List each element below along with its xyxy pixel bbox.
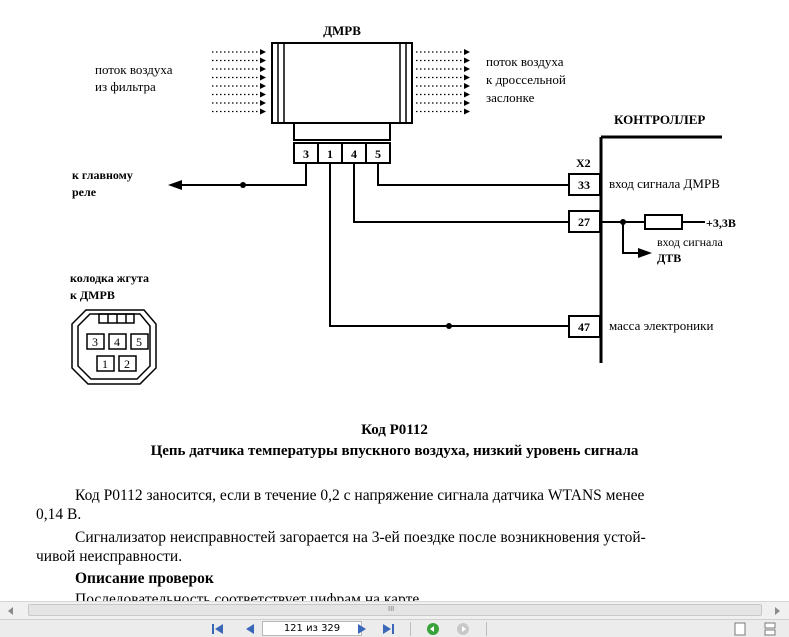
relay-label-1: к главному [72,168,133,182]
controller-pin-27: 27 [578,215,590,229]
paragraph-1-line-2: 0,14 В. [36,506,82,523]
pullup-resistor [644,214,683,230]
airflow-in-arrow-head [260,74,266,81]
go-forward-icon[interactable] [455,622,471,636]
harness-pin-5: 5 [136,335,142,349]
airflow-in-arrow-head [260,66,266,72]
paragraph-2-line-1: Сигнализатор неисправностей загорается н… [75,529,646,546]
maf-pin-1: 1 [327,147,333,161]
airflow-out-arrow-head [464,91,470,98]
controller-pins [568,173,601,338]
dtv-label-1: вход сигнала [657,235,723,249]
scroll-right-arrow-icon[interactable] [772,606,782,616]
wiring-diagram: ДМРВ 3 1 4 5 поток воздуха из фильтра по… [70,23,736,385]
maf-pin-5: 5 [375,147,381,161]
airflow-out-arrow-head [464,74,470,81]
dtv-arrow-icon [638,248,652,258]
airflow-in-arrow-head [260,91,266,98]
toolbar-separator [486,622,487,636]
harness-label-2: к ДМРВ [70,288,115,302]
junction-dot [446,323,452,329]
airflow-out-arrow-head [464,83,470,89]
single-page-view-icon[interactable] [732,622,748,636]
airflow-in-arrow-head [260,100,266,106]
harness-pin-4: 4 [114,335,120,349]
first-page-icon[interactable] [210,622,226,636]
previous-page-icon[interactable] [242,622,258,636]
airflow-out-arrow-head [464,66,470,72]
airflow-in-arrow-head [260,49,266,55]
dtv-label-2: ДТВ [657,251,681,265]
controller-title: КОНТРОЛЛЕР [614,112,705,127]
document-page: ДМРВ 3 1 4 5 поток воздуха из фильтра по… [36,23,736,601]
horizontal-scrollbar[interactable]: III [0,601,789,619]
airflow-in-arrows [212,49,266,115]
airflow-out-arrow-head [464,57,470,64]
harness-pin-2: 2 [124,357,130,371]
controller-pin-47: 47 [578,320,590,334]
page-number-field[interactable]: 121 из 329 [262,621,362,636]
maf-title: ДМРВ [323,23,361,38]
scroll-left-arrow-icon[interactable] [6,606,16,616]
page-navigation-bar: 121 из 329 [0,619,789,637]
airflow-in-arrow-head [260,108,266,115]
airflow-out-arrows [416,49,470,115]
last-page-icon[interactable] [380,622,396,636]
maf-pin-4: 4 [351,147,357,161]
scroll-thumb[interactable] [28,604,762,616]
maf-pin-3: 3 [303,147,309,161]
relay-label-2: реле [72,185,97,199]
airflow-out-label-3: заслонке [486,90,535,105]
connector-label: X2 [576,156,591,170]
wires [180,163,705,327]
junction-dot [240,182,246,188]
toolbar-separator [410,622,411,636]
error-code-title: Код P0112 [361,422,428,438]
airflow-in-label-2: из фильтра [95,79,156,94]
relay-arrow-icon [168,180,182,190]
paragraph-1-line-1: Код P0112 заносится, если в течение 0,2 … [75,487,645,504]
airflow-in-arrow-head [260,57,266,64]
section-heading: Описание проверок [75,570,214,587]
error-code-subtitle: Цепь датчика температуры впускного возду… [150,443,639,459]
harness-pin-3: 3 [92,335,98,349]
airflow-out-arrow-head [464,49,470,55]
airflow-out-label-1: поток воздуха [486,54,564,69]
maf-sensor [271,42,413,164]
airflow-out-label-2: к дроссельной [486,72,566,87]
airflow-out-arrow-head [464,100,470,106]
paragraph-2-line-2: чивой неисправности. [36,548,183,565]
harness-label-1: колодка жгута [70,271,149,285]
continuous-view-icon[interactable] [762,622,778,636]
pin-33-label: вход сигнала ДМРВ [609,176,720,191]
next-page-icon[interactable] [354,622,370,636]
harness-pin-1: 1 [102,357,108,371]
junction-dot [620,219,626,225]
go-back-icon[interactable] [425,622,441,636]
harness-connector [71,309,157,385]
airflow-out-arrow-head [464,108,470,115]
voltage-label: +3,3В [706,216,736,230]
scroll-grip: III [388,605,395,613]
airflow-in-arrow-head [260,83,266,89]
controller-pin-33: 33 [578,178,590,192]
paragraph-3-line-1: Последовательность соответствует цифрам … [75,591,420,601]
pin-47-label: масса электроники [609,318,713,333]
airflow-in-label-1: поток воздуха [95,62,173,77]
